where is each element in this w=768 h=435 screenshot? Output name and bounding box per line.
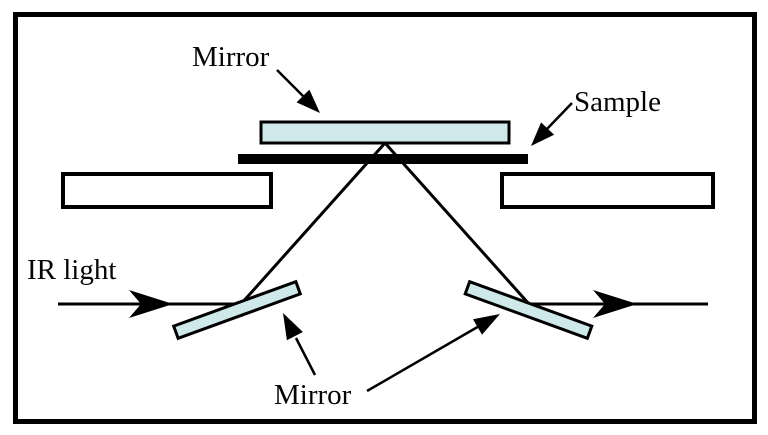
right-tilted-mirror bbox=[463, 279, 594, 341]
top-mirror-label: Mirror bbox=[192, 41, 270, 73]
top-mirror-pointer-arrow bbox=[276, 69, 320, 113]
sample-pointer-line bbox=[545, 102, 573, 131]
top-mirror-pointer-line bbox=[276, 69, 307, 100]
right-mirror-pointer-arrowhead-icon bbox=[473, 314, 500, 335]
sample-label: Sample bbox=[574, 86, 661, 118]
right-support-block bbox=[500, 172, 715, 209]
right-mirror-pointer-arrow bbox=[366, 314, 500, 393]
top-mirror bbox=[259, 120, 511, 145]
left-tilted-mirror bbox=[171, 279, 303, 341]
beam-sample-to-right-mirror bbox=[383, 142, 531, 305]
left-support-block bbox=[61, 172, 273, 209]
left-mirror-pointer-arrowhead-icon bbox=[283, 313, 303, 341]
beam-left-mirror-to-sample bbox=[239, 142, 387, 305]
sample-pointer-arrow bbox=[531, 102, 573, 146]
bottom-mirror-label: Mirror bbox=[274, 379, 352, 411]
diagram-frame bbox=[13, 12, 757, 424]
outgoing-beam-arrowhead-icon bbox=[593, 290, 637, 318]
sample-pointer-arrowhead-icon bbox=[531, 122, 555, 146]
ir-beam-path bbox=[58, 142, 708, 318]
top-mirror-pointer-arrowhead-icon bbox=[296, 89, 320, 113]
right-mirror-pointer-line bbox=[366, 323, 482, 393]
left-mirror-pointer-line bbox=[294, 337, 317, 376]
incoming-beam-arrowhead-icon bbox=[129, 290, 173, 318]
sample-bar bbox=[238, 154, 528, 164]
left-mirror-pointer-arrow bbox=[283, 313, 317, 376]
ir-light-label: IR light bbox=[27, 254, 116, 286]
